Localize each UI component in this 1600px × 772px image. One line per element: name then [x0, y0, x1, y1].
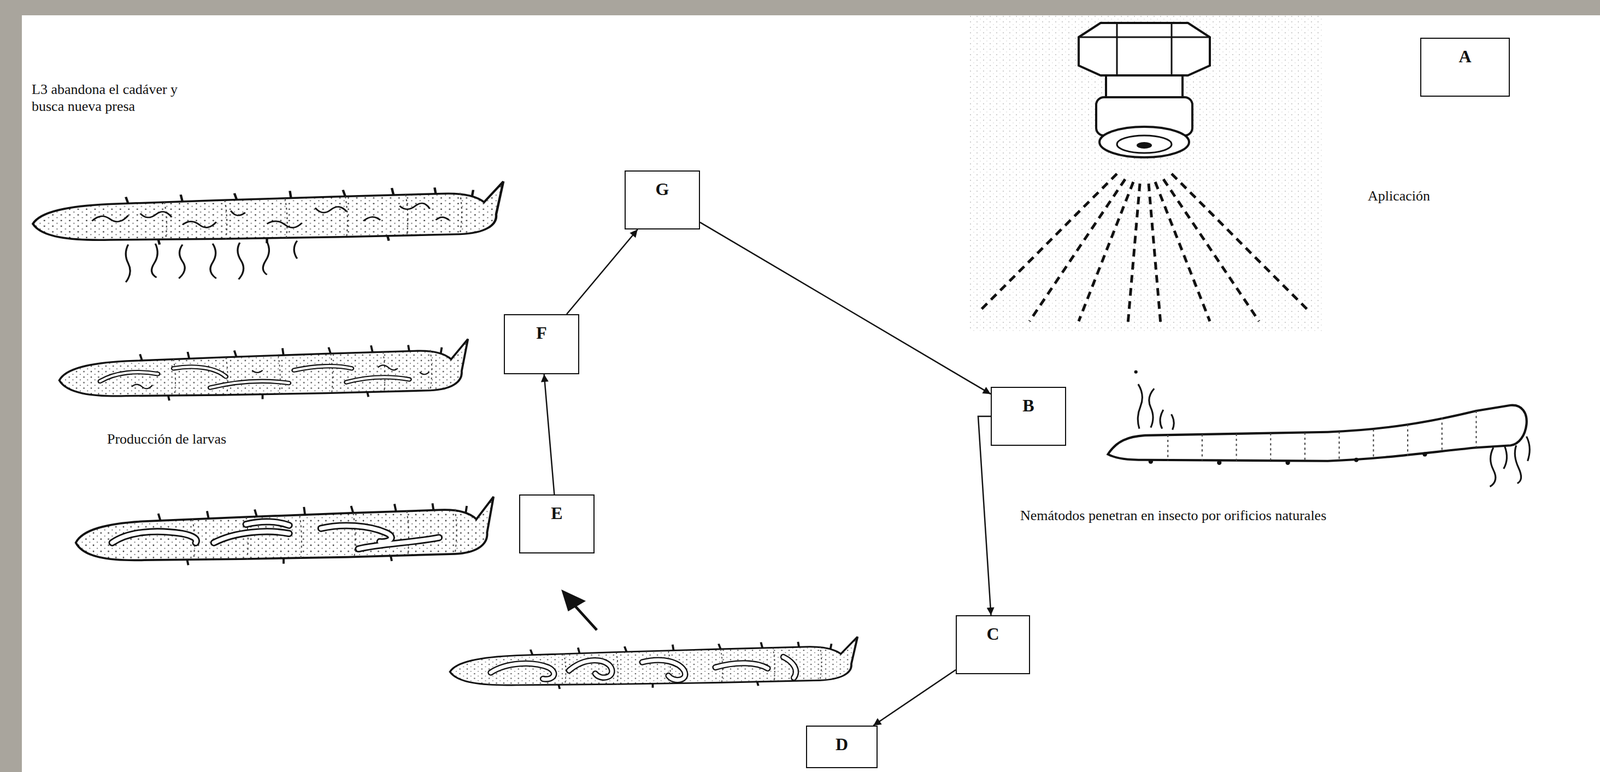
larva-cadaver: [25, 168, 509, 291]
thin-larva-body: [1107, 405, 1527, 462]
penetration-larva: [1076, 351, 1534, 497]
box-letter: G: [655, 171, 670, 200]
entering-nematodes: [1137, 384, 1530, 487]
worm-outline: [100, 366, 410, 388]
caption-note: L3 abandona el cadáver y busca nueva pre…: [31, 80, 192, 115]
spray-lines: [980, 173, 1309, 325]
larva-adults: [69, 482, 498, 585]
worm-fill: [490, 657, 796, 681]
big-arrow-head: [561, 589, 586, 612]
letter-box: E: [519, 494, 595, 554]
prolegs: [1134, 370, 1428, 466]
nozzle-tip: [1099, 126, 1190, 158]
nozzle-ring: [1116, 135, 1172, 154]
big-arrow-shaft: [573, 604, 597, 631]
box-letter: E: [550, 495, 563, 524]
cycle-arrow: [873, 669, 956, 726]
larva-body: [449, 636, 858, 689]
letter-box: F: [503, 314, 580, 375]
worm-fill: [100, 366, 410, 388]
cycle-arrow: [566, 229, 638, 315]
cycle-arrow: [544, 374, 555, 495]
larva-body: [59, 339, 469, 402]
letter-box: A: [1420, 37, 1510, 97]
letter-box: B: [990, 386, 1067, 446]
caption-note: Nemátodos penetran en insecto por orific…: [1020, 507, 1447, 525]
letter-box: D: [806, 725, 878, 769]
larva-body: [75, 496, 494, 566]
larva-body: [32, 181, 504, 245]
larva-body-group: [449, 636, 858, 689]
larva-production: [53, 326, 473, 419]
worm-outline: [112, 521, 439, 550]
box-letter: D: [835, 726, 849, 755]
nozzle-orifice: [1136, 142, 1152, 149]
worm-outline: [490, 657, 796, 681]
cycle-arrow: [700, 222, 991, 394]
stipple-ground: [969, 15, 1324, 333]
letter-box: C: [955, 615, 1031, 675]
box-letter: C: [986, 616, 999, 645]
nozzle-neck: [1106, 75, 1183, 98]
spray-nozzle: [969, 15, 1324, 333]
worm-fill: [112, 521, 439, 550]
caption-note: Producción de larvas: [107, 430, 337, 448]
segment-lines: [1167, 410, 1476, 462]
cycle-arrow: [978, 416, 992, 616]
nematodes: [91, 203, 449, 283]
larva-infected: [443, 579, 862, 704]
letter-box: G: [624, 170, 700, 230]
hex-nut: [1078, 22, 1210, 76]
juveniles: [131, 365, 430, 389]
nut-facets: [1078, 22, 1210, 76]
caption-note: Aplicación: [1367, 187, 1488, 205]
box-letter: B: [1022, 387, 1034, 416]
box-letter: A: [1458, 38, 1472, 67]
box-letter: F: [536, 315, 547, 344]
